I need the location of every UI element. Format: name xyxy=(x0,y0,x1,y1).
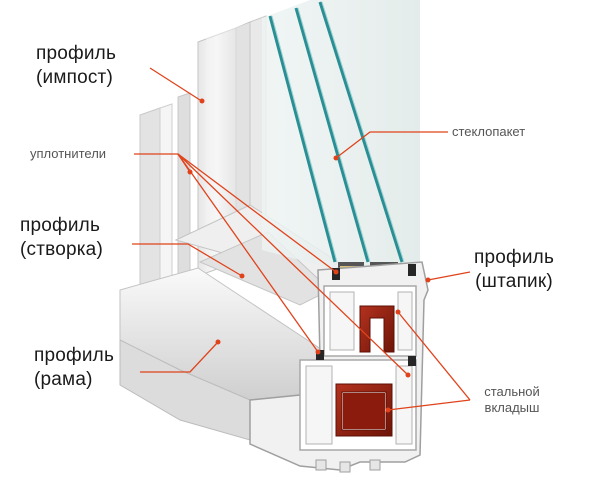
label-uplotniteli: уплотнители xyxy=(30,146,107,161)
label-vkladysh: стальной вкладыш xyxy=(474,384,550,416)
label-rama-line1: профиль xyxy=(34,345,115,366)
label-rama-line2: (рама) xyxy=(34,369,93,390)
label-steklopaket: стеклопакет xyxy=(452,124,526,139)
label-impost-line2: (импост) xyxy=(36,67,113,88)
leader-vkladysh-2 xyxy=(387,399,471,411)
leader-stvorka xyxy=(132,243,243,277)
label-shtapik: профиль (штапик) xyxy=(474,246,554,294)
leader-shtapik xyxy=(427,271,471,281)
label-shtapik-line2: (штапик) xyxy=(475,271,553,292)
label-stvorka: профиль (створка) xyxy=(20,214,103,262)
label-vkladysh-line2: вкладыш xyxy=(484,400,540,415)
label-vkladysh-line1: стальной xyxy=(484,384,540,399)
leader-lines xyxy=(132,67,471,413)
label-stvorka-line1: профиль xyxy=(20,215,101,236)
label-rama: профиль (рама) xyxy=(34,344,114,392)
label-impost-line1: профиль xyxy=(36,43,117,64)
label-stvorka-line2: (створка) xyxy=(20,239,103,260)
leader-vkladysh-1 xyxy=(397,311,471,401)
leader-rama xyxy=(140,341,219,373)
label-shtapik-line1: профиль xyxy=(474,247,555,268)
leader-impost xyxy=(149,67,201,101)
frame-body xyxy=(119,15,339,456)
label-impost: профиль (импост) xyxy=(36,42,116,90)
leader-steklopaket xyxy=(335,131,448,159)
